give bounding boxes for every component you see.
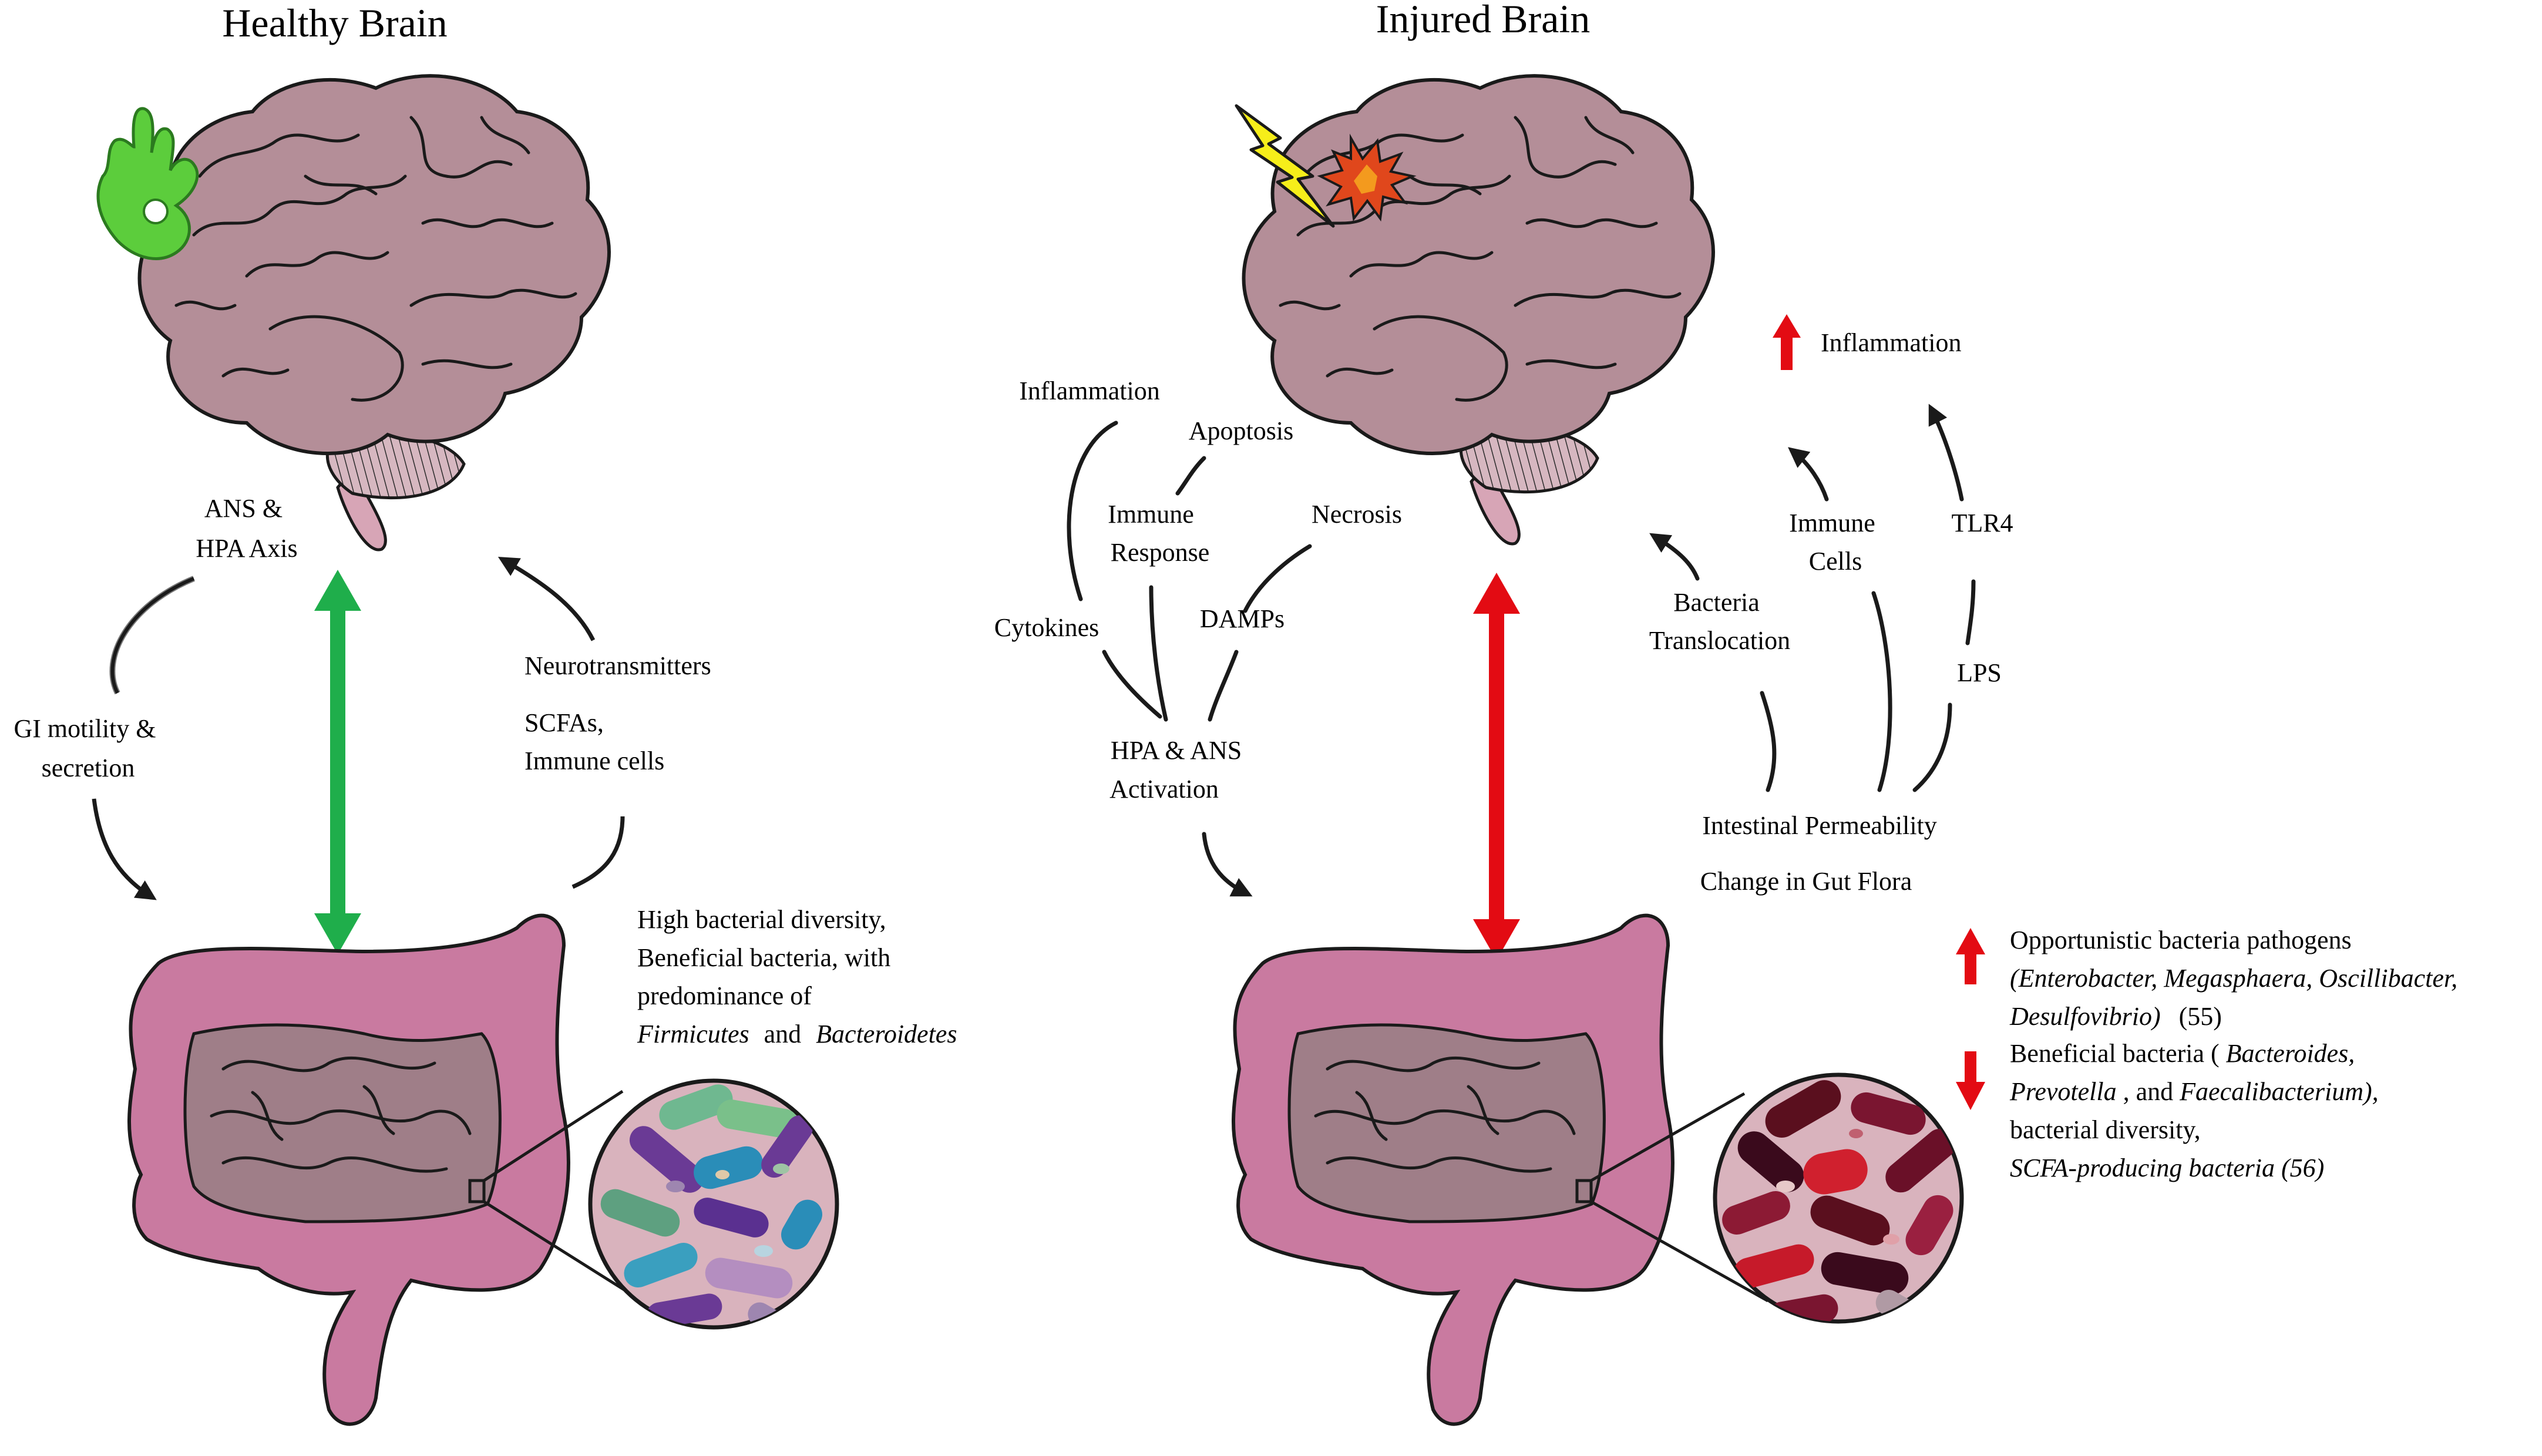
label-intestinal-permeability: Intestinal Permeability <box>1702 811 1937 840</box>
div-line-3: predominance of <box>637 981 812 1010</box>
ben-3: bacterial diversity, <box>2010 1115 2201 1144</box>
label-tlr4: TLR4 <box>1951 509 2013 537</box>
title-healthy: Healthy Brain <box>222 1 447 45</box>
scfas-line-1: SCFAs, <box>524 708 604 737</box>
translocation-line-1: Bacteria <box>1673 588 1760 617</box>
hpa-ans-line-2: Activation <box>1109 775 1219 803</box>
injured-microbiome-zoom <box>1713 1072 1964 1324</box>
label-ans-hpa: ANS & HPA Axis <box>196 494 297 563</box>
gi-line-2: secretion <box>42 754 135 782</box>
label-lps: LPS <box>1957 658 2002 687</box>
title-injured: Injured Brain <box>1376 0 1590 41</box>
label-immune-response: Immune Response <box>1108 500 1209 567</box>
scfas-line-2: Immune cells <box>524 747 664 775</box>
div-taxa-b: Bacteroidetes <box>816 1020 957 1048</box>
label-hpa-ans: HPA & ANS Activation <box>1109 736 1248 803</box>
healthy-double-arrow <box>314 570 361 954</box>
label-damps: DAMPs <box>1200 604 1285 633</box>
down-arrow-icon <box>1956 1051 1985 1110</box>
label-immune-cells: Immune Cells <box>1789 509 1882 576</box>
label-scfas: SCFAs, Immune cells <box>524 708 664 775</box>
lightning-icon <box>1235 104 1335 228</box>
ben-2b: , and <box>2123 1077 2180 1106</box>
label-necrosis: Necrosis <box>1312 500 1402 529</box>
burst-icon <box>1317 133 1417 222</box>
immune-cells-line-2: Cells <box>1809 547 1862 576</box>
injured-right-connectors <box>1649 403 1976 792</box>
label-inflammation-right: Inflammation <box>1821 328 1962 357</box>
ok-hand-icon <box>96 107 199 260</box>
div-line-1: High bacterial diversity, <box>637 905 886 934</box>
healthy-microbiome-zoom <box>588 1078 839 1330</box>
opp-line-2: (Enterobacter, Megasphaera, Oscillibacte… <box>2010 964 2457 993</box>
div-taxa-a: Firmicutes <box>637 1020 749 1048</box>
immune-cells-line-1: Immune <box>1789 509 1875 537</box>
ben-1a: Beneficial bacteria ( <box>2010 1039 2220 1068</box>
label-opportunistic: Opportunistic bacteria pathogens (Entero… <box>2009 926 2464 1031</box>
opp-line-3: Desulfovibrio) <box>2009 1002 2161 1031</box>
injured-brain <box>1242 74 1715 546</box>
label-inflammation-left: Inflammation <box>1019 376 1160 405</box>
injured-intestine <box>1232 913 1769 1426</box>
healthy-intestine <box>127 913 659 1426</box>
immune-response-line-2: Response <box>1111 538 1210 567</box>
ans-line-1: ANS & <box>204 494 283 523</box>
div-taxa-and: and <box>764 1020 802 1048</box>
opp-ref: (55) <box>2179 1002 2222 1031</box>
label-neurotransmitters: Neurotransmitters <box>524 651 711 680</box>
hpa-ans-line-1: HPA & ANS <box>1111 736 1242 765</box>
healthy-curved-arrows <box>92 556 625 900</box>
up-arrow-icon <box>1956 928 1985 984</box>
injured-left-connectors <box>1067 421 1312 897</box>
opp-line-1: Opportunistic bacteria pathogens <box>2010 926 2352 954</box>
healthy-brain <box>137 74 611 552</box>
translocation-line-2: Translocation <box>1649 626 1790 655</box>
div-line-2: Beneficial bacteria, with <box>637 943 890 972</box>
injured-double-arrow <box>1473 573 1520 960</box>
label-cytokines: Cytokines <box>994 613 1099 642</box>
gi-line-1: GI motility & <box>14 714 156 743</box>
label-apoptosis: Apoptosis <box>1189 416 1293 445</box>
ben-2c: Faecalibacterium), <box>2179 1077 2378 1106</box>
ben-2a: Prevotella <box>2009 1077 2117 1106</box>
label-diversity: High bacterial diversity, Beneficial bac… <box>637 905 957 1048</box>
immune-response-line-1: Immune <box>1108 500 1194 529</box>
up-arrow-icon <box>1773 314 1801 370</box>
label-beneficial: Beneficial bacteria ( Bacteroides, Prevo… <box>2009 1039 2385 1182</box>
label-gut-flora: Change in Gut Flora <box>1700 867 1912 896</box>
ans-line-2: HPA Axis <box>196 534 297 563</box>
label-gi-motility: GI motility & secretion <box>14 714 163 782</box>
label-bacteria-translocation: Bacteria Translocation <box>1649 588 1790 655</box>
ben-4: SCFA-producing bacteria (56) <box>2010 1154 2324 1182</box>
ben-1b: Bacteroides, <box>2226 1039 2355 1068</box>
